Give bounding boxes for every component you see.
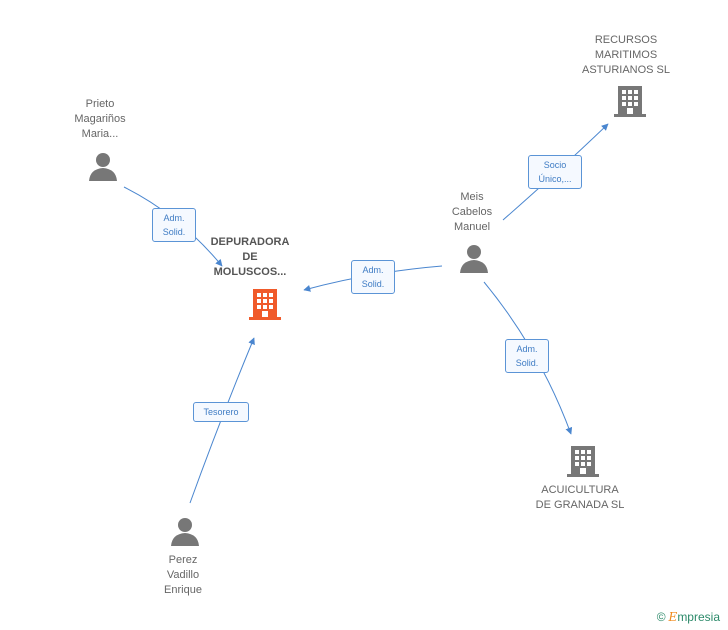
recursos-label: RECURSOS MARITIMOS ASTURIANOS SL [581,34,671,76]
edge-label-prieto-main[interactable]: Adm. Solid. [152,208,196,242]
person-icon[interactable] [170,517,200,547]
person-icon[interactable] [88,152,118,182]
perez-label: Perez Vadillo Enrique [164,554,202,596]
building-icon[interactable] [614,84,646,118]
person-icon[interactable] [459,244,489,274]
building-icon[interactable] [567,444,599,478]
brand-name: mpresia [677,610,720,624]
edge-label-meis-acuicultura[interactable]: Adm. Solid. [505,339,549,373]
brand-initial: E [668,610,678,624]
prieto-label: Prieto Magariños Maria... [74,98,126,140]
brand-logo: ©Empresia [657,610,720,624]
acuicultura-label: ACUICULTURA DE GRANADA SL [535,484,625,511]
building-icon[interactable] [249,287,281,321]
edge-label-perez-main[interactable]: Tesorero [193,402,249,422]
main-company-label: DEPURADORA DE MOLUSCOS... [210,236,290,278]
edge-label-meis-main[interactable]: Adm. Solid. [351,260,395,294]
edge-label-meis-recursos[interactable]: Socio Único,... [528,155,582,189]
meis-label: Meis Cabelos Manuel [451,191,493,233]
copyright-symbol: © [656,610,666,624]
